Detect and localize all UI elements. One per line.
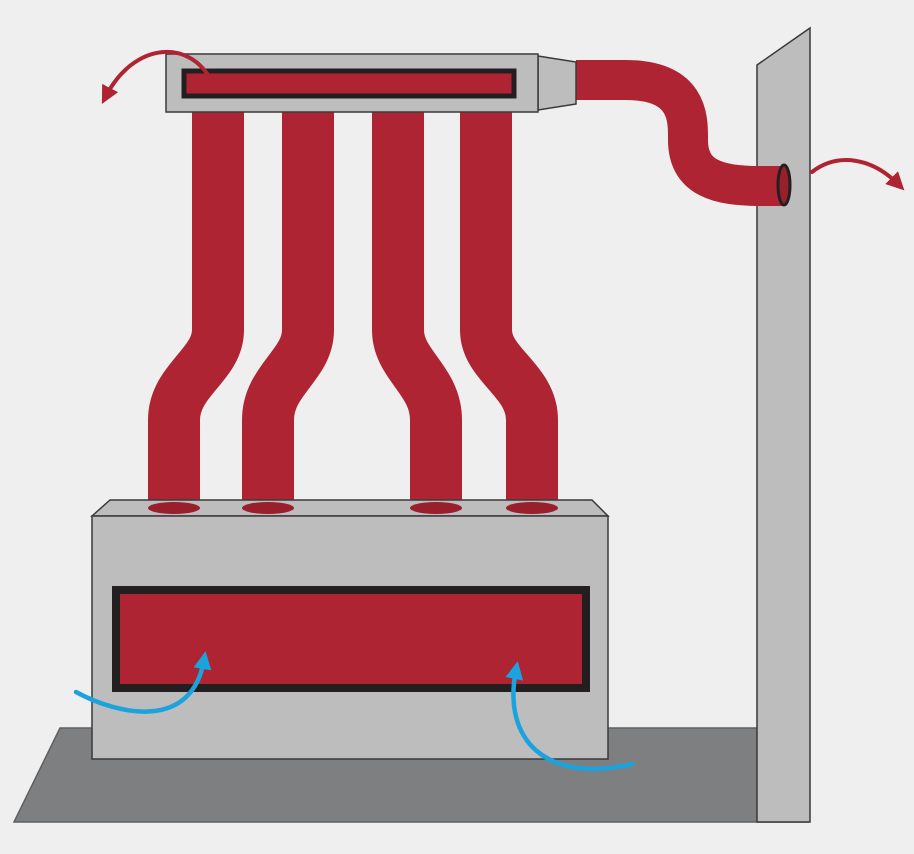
flue-pipe-end-3 <box>410 502 462 514</box>
flue-pipe-end-2 <box>242 502 294 514</box>
flue-pipes <box>148 112 558 510</box>
flue-pipe-1 <box>148 112 244 510</box>
cool-air-arrow-left <box>73 651 212 714</box>
flue-pipe-2 <box>242 112 334 510</box>
flue-pipe-3 <box>372 112 462 510</box>
flue-pipe-4 <box>460 112 558 510</box>
hot-air-arrow-top <box>101 49 214 104</box>
flue-pipe-ends <box>148 502 558 514</box>
wall-outlet <box>776 163 792 207</box>
flue-pipe-end-4 <box>506 502 558 514</box>
manifold-window <box>181 68 517 99</box>
hot-air-arrow-wall <box>810 158 905 191</box>
wall <box>756 26 811 823</box>
exhaust-duct <box>576 60 782 206</box>
cool-air-arrow-right <box>505 661 635 771</box>
reducer-collar <box>537 55 577 111</box>
flue-pipe-end-1 <box>148 502 200 514</box>
